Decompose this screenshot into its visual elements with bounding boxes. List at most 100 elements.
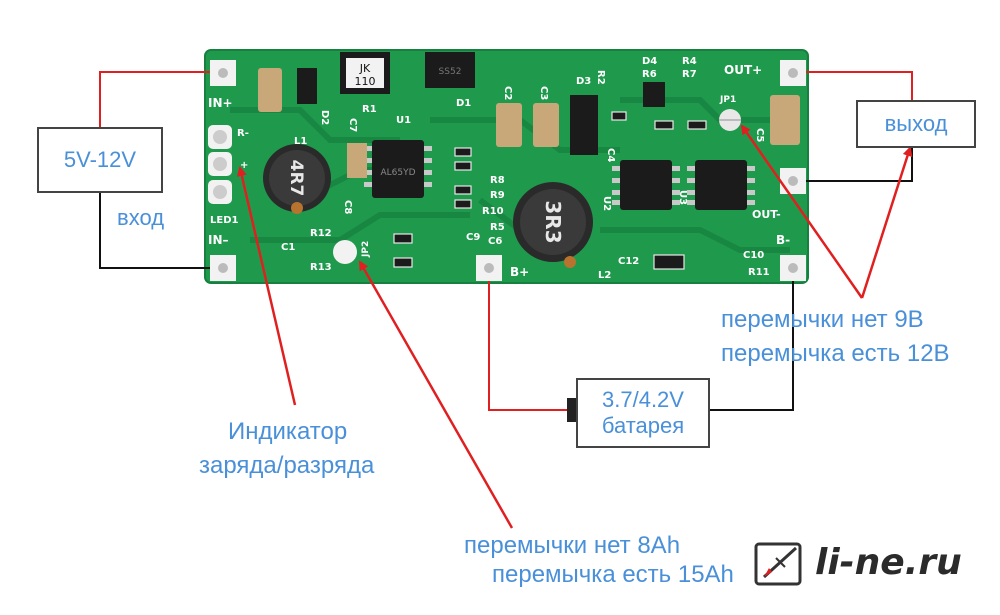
input-voltage-box: 5V-12V (37, 127, 163, 193)
silk-r11: R11 (748, 267, 770, 278)
silk-l2: L2 (598, 270, 611, 281)
silk-jp2: JP2 (361, 241, 371, 258)
l2-marking: 3R3 (541, 200, 565, 243)
silk-c1: C1 (281, 242, 295, 253)
ic-u2 (612, 160, 680, 210)
silk-c4: C4 (605, 148, 616, 162)
led-pads (208, 125, 232, 204)
arrow-jp1-b (860, 146, 913, 299)
wire-battery-plus (488, 281, 567, 411)
silk-c10: C10 (743, 250, 764, 261)
jp1-note-line1: перемычки нет 9В (721, 306, 924, 333)
jp2-note-line2: перемычка есть 15Ah (492, 561, 734, 588)
silk-in-plus: IN+ (208, 96, 233, 110)
arrow-jp2 (358, 260, 514, 529)
input-label: вход (117, 205, 165, 230)
input-voltage-text: 5V-12V (63, 147, 137, 172)
silk-r6: R6 (642, 69, 657, 80)
pad-in-minus (210, 255, 236, 281)
wire-input-plus (99, 71, 210, 128)
pad-out-minus (780, 168, 806, 194)
silk-c5: C5 (754, 128, 765, 142)
silk-r12: R12 (310, 228, 332, 239)
logo-text: li-ne.ru (815, 542, 962, 583)
ss52-marking: SS52 (439, 67, 462, 77)
diode-jk: JK 110 (340, 52, 390, 94)
smd-resistors (393, 111, 707, 270)
silk-r10: R10 (482, 206, 504, 217)
logo-icon (754, 542, 802, 586)
silk-r2: R2 (595, 70, 606, 85)
silk-out-plus: OUT+ (724, 63, 762, 77)
silk-b-minus: B- (776, 233, 790, 247)
transistor-q (643, 82, 665, 107)
silk-c7: C7 (347, 118, 358, 132)
pad-out-plus (780, 60, 806, 86)
silk-c9: C9 (466, 232, 480, 243)
inductor-l2: 3R3 (513, 182, 593, 268)
silk-c2: C2 (502, 86, 513, 100)
silk-b-plus: B+ (510, 265, 529, 279)
silk-r-minus: R- (237, 128, 249, 139)
silk-plus: + (240, 160, 248, 171)
l1-marking: 4R7 (286, 160, 306, 197)
wire-input-minus (99, 192, 210, 269)
ic-u3 (687, 160, 755, 210)
silk-r5: R5 (490, 222, 505, 233)
output-box: выход (856, 100, 976, 148)
silk-in-minus: IN– (208, 233, 229, 247)
diode-ss52: SS52 (425, 52, 475, 88)
battery-label: батарея (601, 413, 685, 438)
jp1-note-line2: перемычка есть 12В (721, 340, 950, 367)
indicator-label-line2: заряда/разряда (199, 452, 375, 479)
silk-l1: L1 (294, 136, 307, 147)
ic-u1: AL65YD (364, 140, 432, 198)
silk-u3: U3 (677, 190, 688, 205)
silk-r4: R4 (682, 56, 697, 67)
silk-d3: D3 (576, 76, 591, 87)
jumper-jp2 (333, 240, 357, 264)
battery-box: 3.7/4.2V батарея (576, 378, 710, 448)
wire-battery-minus (710, 281, 794, 411)
capacitor-c7 (347, 143, 367, 178)
silk-r1: R1 (362, 104, 377, 115)
silkscreen-labels: IN+ IN– LED1 R- + OUT+ OUT- B+ B- JP1 JP… (208, 56, 790, 281)
u1-marking: AL65YD (380, 168, 415, 178)
wire-output-minus (806, 148, 913, 182)
wire-output-plus (806, 71, 913, 100)
silk-r9: R9 (490, 190, 505, 201)
jumper-jp1 (719, 109, 741, 131)
silk-out-minus: OUT- (752, 208, 781, 221)
pad-in-plus (210, 60, 236, 86)
diode-d3 (570, 95, 598, 155)
pad-b-plus (476, 255, 502, 281)
arrow-indicator (236, 166, 297, 406)
indicator-label-line1: Индикатор (228, 418, 348, 445)
silk-r8: R8 (490, 175, 505, 186)
silk-c6: C6 (488, 236, 502, 247)
silk-c8: C8 (342, 200, 353, 214)
inductor-l1: 4R7 (263, 144, 331, 214)
silk-d1: D1 (456, 98, 471, 109)
battery-voltage: 3.7/4.2V (602, 387, 684, 412)
battery-terminal (567, 398, 577, 422)
silk-d4: D4 (642, 56, 657, 67)
output-label: выход (884, 111, 948, 136)
silk-led1: LED1 (210, 215, 239, 226)
silk-c12: C12 (618, 256, 639, 267)
jp2-note-line1: перемычки нет 8Ah (464, 532, 681, 559)
silk-u2: U2 (601, 196, 612, 211)
pad-b-minus (780, 255, 806, 281)
jk-line1: JK (359, 62, 371, 75)
silk-c3: C3 (538, 86, 549, 100)
arrow-jp1-a (740, 124, 864, 299)
diode-d2 (297, 68, 317, 104)
silk-r7: R7 (682, 69, 697, 80)
silk-jp1: JP1 (719, 95, 736, 105)
jk-line2: 110 (355, 75, 376, 88)
silk-d2: D2 (319, 110, 330, 125)
silk-u1: U1 (396, 115, 411, 126)
silk-r13: R13 (310, 262, 332, 273)
capacitor-bulk (258, 68, 800, 147)
